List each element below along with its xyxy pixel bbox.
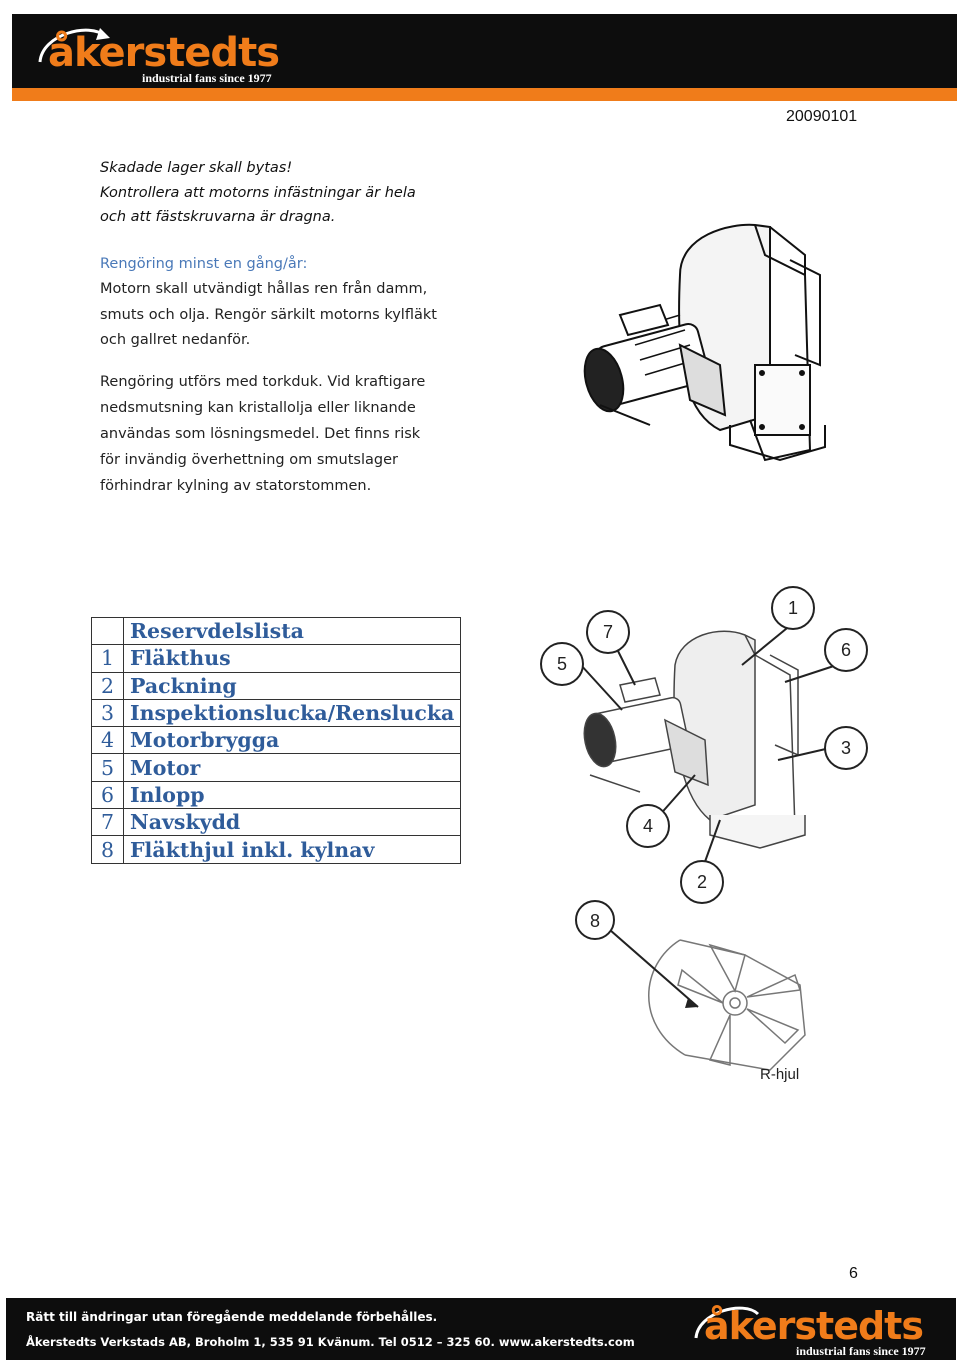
warning-line: och att fästskruvarna är dragna. [100, 209, 336, 225]
document-date: 20090101 [786, 108, 858, 125]
warning-text: Skadade lager skall bytas! Kontrollera a… [100, 156, 500, 230]
part-name: Inspektionslucka/Renslucka [122, 698, 462, 728]
callout-label: 4 [643, 816, 653, 836]
footer-brand-tagline: industrial fans since 1977 [796, 1344, 926, 1358]
cleaning-paragraph: Motorn skall utvändigt hållas ren från d… [100, 277, 500, 354]
brand-tagline: industrial fans since 1977 [142, 71, 272, 85]
part-number: 8 [91, 835, 124, 864]
part-number: 1 [91, 644, 124, 673]
footer-bar: Rätt till ändringar utan föregående medd… [6, 1298, 956, 1360]
fan-drawing [583, 630, 806, 849]
callout-label: 6 [841, 640, 851, 660]
table-row: 5 Motor [91, 753, 462, 782]
page-number: 6 [849, 1265, 858, 1282]
table-row: 3 Inspektionslucka/Renslucka [91, 698, 462, 728]
table-row: 4 Motorbrygga [91, 726, 462, 755]
footer-brand-logo: åkerstedts industrial fans since 1977 [686, 1302, 946, 1360]
paragraph-line: förhindrar kylning av statorstommen. [100, 478, 372, 494]
footer-disclaimer: Rätt till ändringar utan föregående medd… [26, 1310, 438, 1324]
header-bar: åkerstedts industrial fans since 1977 [12, 14, 957, 88]
paragraph-line: nedsmutsning kan kristallolja eller likn… [100, 400, 416, 416]
fan-line-drawing-top [583, 223, 826, 462]
table-row: 2 Packning [91, 671, 462, 700]
logo-swirl-icon [694, 1306, 760, 1339]
spare-parts-table: Reservdelslista 1 Fläkthus 2 Packning 3 … [91, 616, 462, 864]
header-stripe [12, 88, 957, 101]
part-name: Fläkthus [122, 644, 462, 673]
callout-label: 1 [788, 598, 798, 618]
table-row: 8 Fläkthjul inkl. kylnav [91, 835, 462, 864]
part-name: Motorbrygga [122, 726, 462, 755]
paragraph-line: och gallret nedanför. [100, 332, 251, 348]
part-name: Inlopp [122, 780, 462, 810]
fan-parts-figure: 1 2 3 4 5 6 7 [540, 586, 868, 904]
paragraph-line: användas som lösningsmedel. Det finns ri… [100, 426, 421, 442]
paragraph-line: smuts och olja. Rengör särkilt motorns k… [100, 306, 437, 323]
cloth-cleaning-paragraph: Rengöring utförs med torkduk. Vid krafti… [100, 369, 500, 499]
callout-label: 5 [557, 654, 567, 674]
table-row: 6 Inlopp [91, 780, 462, 810]
paragraph-line: Motorn skall utvändigt hållas ren från d… [100, 281, 428, 297]
part-name: Fläkthjul inkl. kylnav [122, 835, 462, 864]
cleaning-heading: Rengöring minst en gång/år: [100, 256, 308, 272]
part-number: 3 [91, 698, 124, 728]
part-name: Navskydd [122, 808, 462, 837]
paragraph-line: för invändig överhettning om smutslager [100, 452, 398, 468]
wheel-type-label: R-hjul [760, 1066, 799, 1083]
callout-label: 2 [697, 872, 707, 892]
brand-logo: åkerstedts industrial fans since 1977 [30, 22, 290, 92]
callout-label: 7 [603, 622, 613, 642]
logo-swirl-icon [38, 28, 110, 63]
footer-contact: Åkerstedts Verkstads AB, Broholm 1, 535 … [26, 1335, 635, 1349]
table-row: 7 Navskydd [91, 808, 462, 837]
footer-brand-name: åkerstedts [704, 1304, 924, 1348]
callout-label: 3 [841, 738, 851, 758]
fan-wheel-figure: 8 R-hjul [575, 900, 806, 1083]
wheel-callout-label: 8 [590, 911, 600, 931]
table-title: Reservdelslista [122, 616, 462, 646]
warning-line: Skadade lager skall bytas! [100, 160, 293, 176]
part-name: Packning [122, 671, 462, 700]
part-number: 4 [91, 726, 124, 755]
part-name: Motor [122, 753, 462, 782]
table-row: 1 Fläkthus [91, 644, 462, 673]
table-cell [91, 616, 124, 646]
part-number: 2 [91, 671, 124, 700]
warning-line: Kontrollera att motorns infästningar är … [100, 184, 416, 201]
part-number: 5 [91, 753, 124, 782]
part-number: 6 [91, 780, 124, 810]
brand-name: åkerstedts [48, 30, 280, 76]
part-number: 7 [91, 808, 124, 837]
paragraph-line: Rengöring utförs med torkduk. Vid krafti… [100, 374, 426, 390]
table-header-row: Reservdelslista [91, 616, 462, 646]
